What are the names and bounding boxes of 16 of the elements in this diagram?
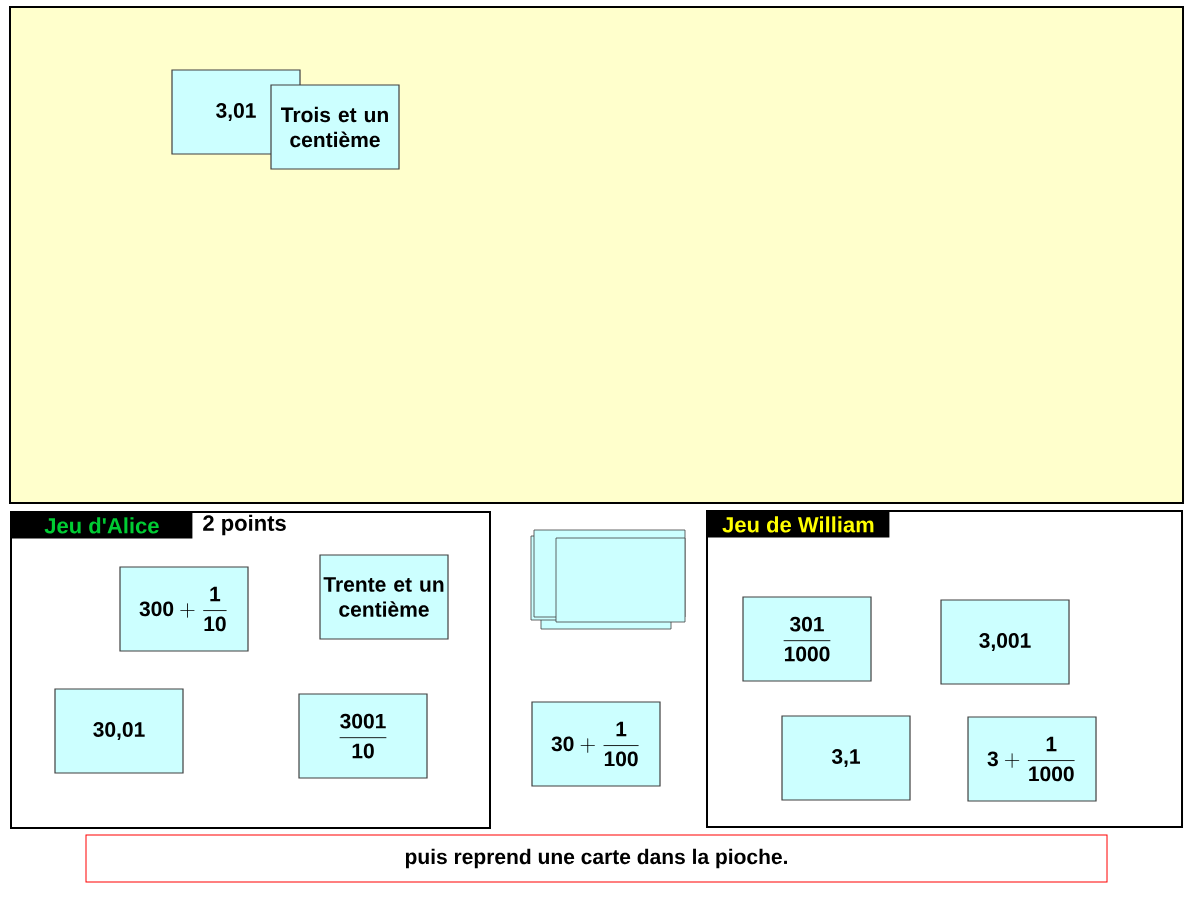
card: $\mathbf{30+\frac{1}{100}}$ xyxy=(531,701,661,787)
card: $\mathbf{\frac{3001}{10}}$ xyxy=(298,693,428,779)
table-area xyxy=(9,6,1184,504)
card: 30,01 xyxy=(54,688,184,774)
instruction-box: puis reprend une carte dans la pioche. xyxy=(85,834,1108,883)
player-tab: Jeu de William xyxy=(707,511,890,538)
card: Trois et un centième xyxy=(270,84,400,170)
card: $\mathbf{\frac{301}{1000}}$ xyxy=(742,596,872,682)
card: 3,001 xyxy=(940,599,1070,685)
card-pile xyxy=(530,529,686,630)
card: $\mathbf{3+\frac{1}{1000}}$ xyxy=(967,716,1097,802)
card: 3,1 xyxy=(781,715,911,801)
card: $\mathbf{300+\frac{1}{10}}$ xyxy=(119,566,249,652)
score-text: 2 points xyxy=(203,514,286,536)
card: Trente et un centième xyxy=(319,554,449,640)
player-tab: Jeu d'Alice xyxy=(11,512,193,539)
